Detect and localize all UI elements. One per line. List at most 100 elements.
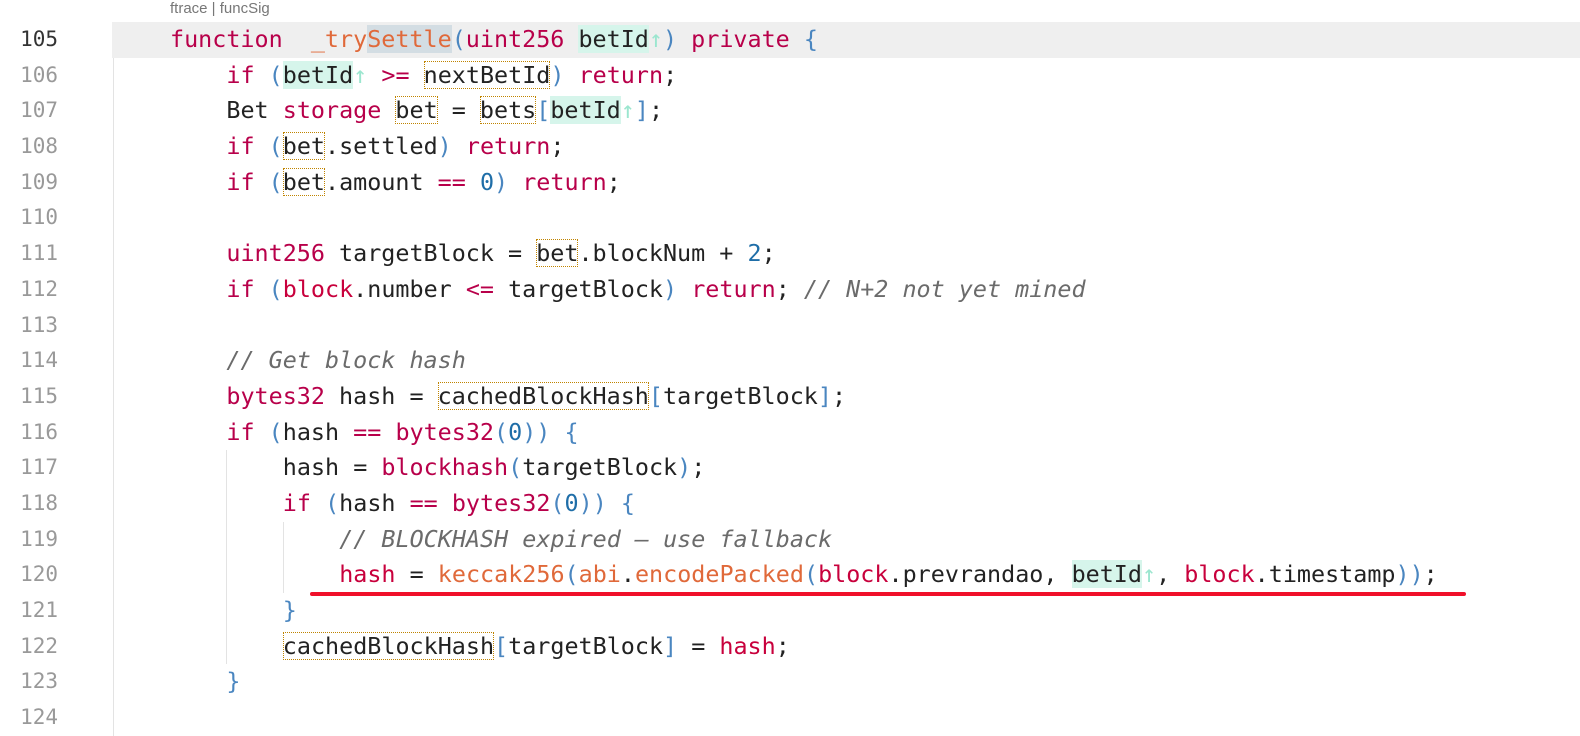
indent-guide — [113, 628, 114, 665]
code-token: .timestamp — [1254, 560, 1396, 589]
state-variable-token: bet — [395, 96, 438, 125]
code-token: 0 — [564, 488, 579, 517]
code-token: { — [564, 417, 579, 446]
code-token: ( — [564, 560, 579, 589]
code-line[interactable]: 114// Get block hash — [0, 343, 1580, 379]
code-text: if (betId↑ >= nextBetId) return; — [226, 58, 677, 94]
code-token: ( — [268, 274, 283, 303]
code-token: if — [226, 274, 255, 303]
code-token: uint256 — [226, 239, 325, 268]
code-token: = — [395, 560, 438, 589]
code-token: abi — [578, 560, 621, 589]
code-token — [677, 275, 691, 303]
line-number: 108 — [20, 134, 58, 159]
code-token: ( — [508, 453, 523, 482]
code-token: ; — [1423, 560, 1438, 589]
code-token: .amount — [325, 167, 438, 196]
code-token: targetBlock = — [324, 239, 537, 268]
indent-guide — [113, 414, 114, 451]
code-text: uint256 targetBlock = bet.blockNum + 2; — [226, 236, 776, 272]
code-token — [466, 168, 480, 196]
code-token: [ — [536, 96, 551, 125]
code-token: _try — [310, 25, 368, 53]
indent-guide — [282, 521, 284, 558]
code-token: ; — [606, 167, 621, 196]
code-line[interactable]: 123} — [0, 664, 1580, 701]
code-token: return — [465, 132, 551, 161]
indent-guide — [113, 557, 114, 593]
code-token: ) — [663, 274, 678, 303]
code-token: ] — [817, 381, 832, 410]
code-token — [550, 418, 564, 446]
line-number: 120 — [20, 562, 58, 587]
indent-guide — [113, 271, 114, 308]
code-token: .number — [353, 274, 466, 303]
indent-guide — [113, 700, 114, 736]
indent-guide — [226, 557, 228, 593]
code-token: if — [226, 60, 255, 89]
code-token: ( — [268, 417, 283, 446]
code-text: } — [283, 593, 297, 629]
code-text: } — [226, 664, 240, 700]
line-number: 122 — [20, 633, 58, 658]
code-token: ; — [831, 381, 847, 410]
code-line[interactable]: 124 — [0, 700, 1580, 736]
code-line[interactable]: 119// BLOCKHASH expired — use fallback — [0, 521, 1580, 558]
code-token — [508, 168, 522, 196]
code-token: ] — [634, 96, 649, 125]
indent-guide — [113, 129, 114, 165]
code-line[interactable]: 120 hash = keccak256(abi.encodePacked(blo… — [0, 557, 1580, 593]
state-variable-token: bet — [282, 167, 325, 196]
indent-guide — [282, 557, 284, 593]
code-token: ] — [663, 631, 678, 660]
code-line[interactable]: 113 — [0, 307, 1580, 344]
codelens[interactable]: ftrace | funcSig — [170, 0, 270, 17]
code-token: targetBlock — [522, 453, 678, 482]
code-token: Settle — [367, 25, 452, 53]
code-token: ; — [663, 60, 678, 89]
code-token: encodePacked — [634, 560, 804, 589]
state-variable-token: bets — [479, 96, 537, 125]
code-token — [255, 132, 269, 160]
code-token: 2 — [747, 239, 762, 268]
indent-guide — [113, 521, 114, 558]
code-line[interactable]: 110 — [0, 200, 1580, 237]
indent-guide — [113, 164, 114, 201]
line-number: 106 — [20, 62, 58, 87]
code-text: bytes32 hash = cachedBlockHash[targetBlo… — [226, 379, 846, 415]
line-number: 116 — [20, 419, 58, 444]
code-token: if — [226, 167, 255, 196]
code-token: return — [578, 60, 664, 89]
code-token — [790, 25, 804, 53]
code-token — [255, 168, 269, 196]
code-token: // N+2 not yet mined — [803, 274, 1086, 303]
indent-guide — [226, 593, 228, 629]
code-token: ( — [268, 167, 283, 196]
code-text: // Get block hash — [226, 343, 465, 379]
code-token: ( — [494, 417, 509, 446]
parameter-arrow-icon: ↑ — [620, 96, 635, 125]
code-token: == — [437, 167, 466, 196]
parameter-arrow-icon: ↑ — [1141, 560, 1157, 589]
code-line[interactable]: 121} — [0, 593, 1580, 629]
indent-guide — [113, 450, 114, 486]
state-variable-token: cachedBlockHash — [437, 381, 649, 410]
code-token: ( — [803, 560, 819, 589]
code-text: hash = keccak256(abi.encodePacked(block.… — [339, 557, 1438, 593]
code-line[interactable]: 106 if (betId↑ >= nextBetId) return; — [0, 57, 1580, 94]
code-text: if (hash == bytes32(0)) { — [283, 486, 635, 522]
code-token: 0 — [479, 167, 495, 196]
code-token: hash — [719, 631, 776, 660]
